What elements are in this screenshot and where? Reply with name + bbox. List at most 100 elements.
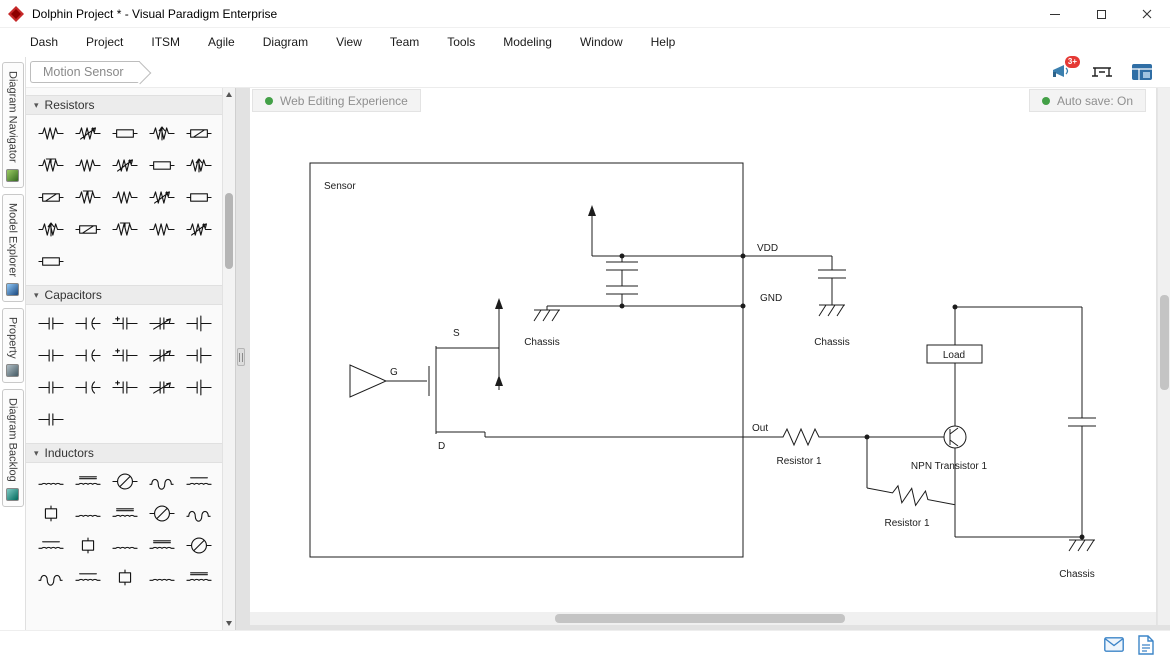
resistor-symbol[interactable] — [75, 125, 101, 142]
gnd-label[interactable]: GND — [760, 293, 782, 304]
resistor-2[interactable] — [866, 437, 956, 513]
resistor-symbol[interactable] — [186, 189, 213, 206]
resistor-symbol[interactable] — [149, 125, 175, 142]
menu-item-help[interactable]: Help — [650, 35, 676, 49]
inductor-symbol[interactable] — [112, 505, 138, 522]
resistor-symbol[interactable] — [186, 157, 213, 174]
side-tab-property[interactable]: Property — [1, 307, 24, 384]
menu-item-diagram[interactable]: Diagram — [262, 35, 309, 49]
inductor-symbol[interactable] — [149, 505, 175, 522]
load-label[interactable]: Load — [943, 350, 965, 361]
buffer-triangle[interactable] — [349, 364, 427, 398]
mail-button[interactable] — [1104, 637, 1124, 652]
side-tab-diagram-backlog[interactable]: Diagram Backlog — [1, 389, 24, 508]
npn-transistor[interactable] — [943, 363, 1082, 538]
resistor-symbol[interactable] — [75, 221, 101, 238]
menu-item-view[interactable]: View — [336, 35, 362, 49]
horizontal-scrollbar-thumb[interactable] — [555, 614, 845, 623]
scroll-up-arrow-icon[interactable] — [226, 92, 232, 97]
menu-item-project[interactable]: Project — [86, 35, 124, 49]
sensor-boundary[interactable] — [309, 162, 744, 558]
chassis-ground-1[interactable] — [533, 306, 560, 322]
capacitor-symbol[interactable] — [149, 379, 175, 396]
inductor-symbol[interactable] — [112, 473, 138, 490]
resistor-2-label[interactable]: Resistor 1 — [884, 518, 929, 529]
inductor-symbol[interactable] — [37, 569, 64, 586]
capacitor-symbol[interactable] — [75, 315, 101, 332]
chassis-label-3[interactable]: Chassis — [1059, 569, 1095, 580]
resistor-symbol[interactable] — [149, 157, 175, 174]
palette-section-inductors[interactable]: ▾Inductors — [26, 443, 222, 463]
menu-item-tools[interactable]: Tools — [447, 35, 476, 49]
resistor-1-label[interactable]: Resistor 1 — [776, 456, 821, 467]
resistor-symbol[interactable] — [112, 125, 138, 142]
mosfet[interactable] — [428, 298, 503, 437]
close-button[interactable] — [1124, 0, 1170, 28]
palette-scrollbar[interactable] — [222, 88, 235, 630]
capacitor-symbol[interactable] — [112, 315, 138, 332]
minimize-button[interactable] — [1032, 0, 1078, 28]
capacitor-symbol[interactable] — [112, 347, 138, 364]
resistor-symbol[interactable] — [112, 189, 138, 206]
resistor-symbol[interactable] — [75, 157, 101, 174]
vdd-arrow[interactable] — [588, 205, 596, 256]
source-label[interactable]: S — [453, 328, 460, 339]
menu-item-modeling[interactable]: Modeling — [503, 35, 552, 49]
side-tab-diagram-navigator[interactable]: Diagram Navigator — [1, 62, 24, 188]
inductor-symbol[interactable] — [186, 505, 212, 522]
resistor-symbol[interactable] — [186, 221, 213, 238]
resistor-symbol[interactable] — [37, 125, 64, 142]
inductor-symbol[interactable] — [75, 473, 101, 490]
workbench-button[interactable] — [1088, 59, 1116, 85]
resistor-symbol[interactable] — [75, 189, 101, 206]
capacitor-symbol[interactable] — [37, 379, 64, 396]
resistor-symbol[interactable] — [112, 157, 138, 174]
out-label[interactable]: Out — [752, 423, 768, 434]
inductor-symbol[interactable] — [38, 505, 64, 522]
announcement-button[interactable]: 3+ — [1048, 56, 1080, 85]
capacitor-symbol[interactable] — [186, 347, 213, 364]
capacitor-symbol[interactable] — [149, 315, 175, 332]
resistor-symbol[interactable] — [37, 189, 64, 206]
vdd-label[interactable]: VDD — [757, 243, 778, 254]
palette-section-resistors[interactable]: ▾Resistors — [26, 95, 222, 115]
chassis-ground-2[interactable] — [818, 304, 845, 317]
right-rail[interactable] — [955, 306, 1096, 537]
inductor-symbol[interactable] — [75, 505, 101, 522]
capacitor-symbol[interactable] — [112, 379, 138, 396]
diagram-tab-motion-sensor[interactable]: Motion Sensor — [30, 61, 140, 83]
diagram-page[interactable]: Sensor G S D VDD GND Out Chassis Chassis… — [250, 88, 1156, 612]
gate-label[interactable]: G — [390, 367, 398, 378]
palette-scrollbar-thumb[interactable] — [225, 193, 233, 269]
vertical-scrollbar[interactable] — [1157, 88, 1170, 625]
inductor-symbol[interactable] — [112, 537, 138, 554]
inductor-symbol[interactable] — [186, 569, 213, 586]
drain-label[interactable]: D — [438, 441, 445, 452]
inductor-symbol[interactable] — [186, 537, 213, 554]
capacitor-stack[interactable] — [606, 256, 638, 306]
resistor-symbol[interactable] — [186, 125, 213, 142]
inductor-symbol[interactable] — [37, 537, 64, 554]
menu-item-dash[interactable]: Dash — [30, 35, 59, 49]
capacitor-symbol[interactable] — [37, 411, 64, 428]
inductor-symbol[interactable] — [186, 473, 213, 490]
menu-item-window[interactable]: Window — [579, 35, 623, 49]
menu-item-team[interactable]: Team — [389, 35, 420, 49]
inductor-symbol[interactable] — [112, 569, 138, 586]
resistor-symbol[interactable] — [37, 221, 64, 238]
capacitor-symbol[interactable] — [149, 347, 175, 364]
inductor-symbol[interactable] — [149, 569, 175, 586]
inductor-symbol[interactable] — [149, 537, 175, 554]
capacitor-symbol[interactable] — [75, 347, 101, 364]
menu-item-agile[interactable]: Agile — [208, 35, 235, 49]
capacitor-symbol[interactable] — [186, 379, 213, 396]
capacitor-symbol[interactable] — [37, 347, 64, 364]
panel-splitter-handle[interactable] — [237, 348, 245, 366]
capacitor-symbol[interactable] — [186, 315, 213, 332]
inductor-symbol[interactable] — [149, 473, 175, 490]
chassis-label-1[interactable]: Chassis — [524, 337, 560, 348]
resistor-symbol[interactable] — [112, 221, 138, 238]
inductor-symbol[interactable] — [37, 473, 64, 490]
load-box[interactable] — [926, 307, 983, 364]
chassis-label-2[interactable]: Chassis — [814, 337, 850, 348]
